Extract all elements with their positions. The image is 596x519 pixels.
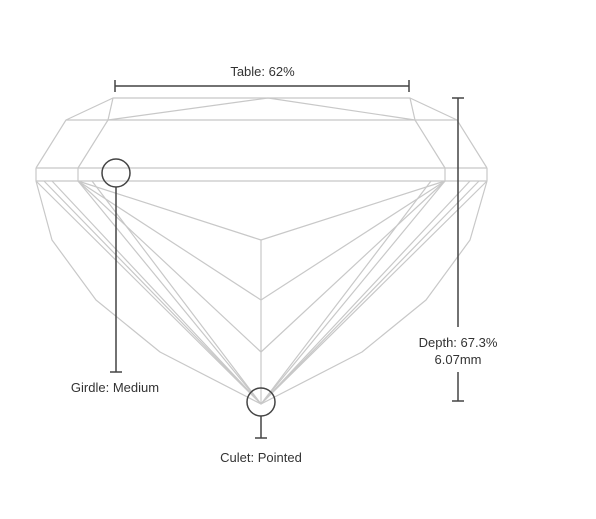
pavilion-line — [260, 180, 446, 301]
pavilion-line — [260, 180, 446, 241]
pavilion-line — [35, 180, 262, 405]
pavilion-line — [77, 180, 262, 405]
girdle-label: Girdle: Medium — [70, 380, 160, 395]
pavilion-line — [260, 180, 432, 405]
girdle-marker-circle — [101, 158, 131, 188]
culet-indicator — [246, 387, 276, 439]
table-label: Table: 62% — [230, 64, 295, 79]
pavilion-line — [260, 180, 446, 353]
pavilion-line — [51, 180, 262, 405]
girdle-indicator — [101, 158, 131, 373]
depth-measure — [452, 97, 464, 402]
star-facets — [107, 97, 416, 121]
pavilion-line — [91, 180, 262, 405]
crown-inner-left — [77, 97, 114, 169]
pavilion-line — [260, 180, 488, 405]
crown-outline — [35, 97, 488, 169]
pavilion-line — [77, 180, 262, 241]
pavilion-line — [43, 180, 262, 405]
crown-inner-right — [409, 97, 446, 169]
table-measure — [114, 80, 410, 92]
depth-label: Depth: 67.3% 6.07mm — [405, 334, 511, 368]
diamond-facets — [35, 97, 488, 405]
depth-percent-label: Depth: 67.3% — [418, 335, 498, 350]
pavilion-line — [77, 180, 262, 301]
culet-label: Culet: Pointed — [220, 450, 302, 465]
pavilion-line — [77, 180, 262, 353]
depth-mm-label: 6.07mm — [434, 352, 482, 367]
pavilion-line — [260, 180, 480, 405]
pavilion-line — [260, 180, 471, 405]
pavilion-line — [260, 180, 446, 405]
